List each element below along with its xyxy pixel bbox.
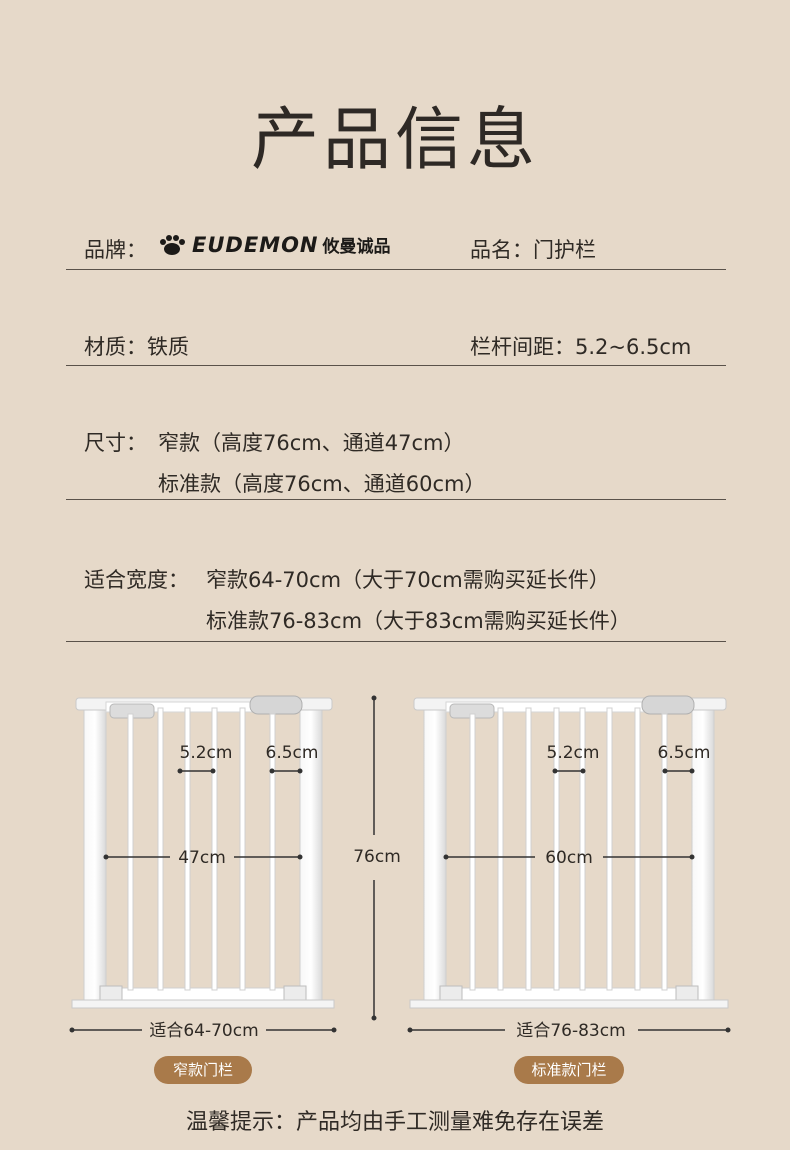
measurement-tip: 温馨提示：产品均由手工测量难免存在误差 xyxy=(185,1110,604,1135)
brand-name-cn: 攸曼诚品 xyxy=(322,237,391,257)
standard-badge: 标准款门栏 xyxy=(514,1056,624,1084)
standard-passage: 60cm xyxy=(545,848,593,868)
product-name-row: 品名：门护栏 xyxy=(470,234,596,264)
product-name-value: 门护栏 xyxy=(533,238,596,262)
fit-width-line-2: 标准款76-83cm（大于83cm需购买延长件） xyxy=(206,609,631,633)
standard-fit: 适合76-83cm xyxy=(516,1021,625,1041)
product-name-label: 品名： xyxy=(470,238,533,262)
brand-logo-text: EUDEMON xyxy=(192,232,319,257)
brand-mark: EUDEMON 攸曼诚品 xyxy=(158,232,391,257)
narrow-fit: 适合64-70cm xyxy=(149,1021,258,1041)
fit-width-label: 适合宽度： xyxy=(84,568,189,592)
fit-width-line-1: 窄款64-70cm（大于70cm需购买延长件） xyxy=(206,568,610,592)
material-label: 材质： xyxy=(84,335,147,359)
divider xyxy=(66,641,726,642)
narrow-badge: 窄款门栏 xyxy=(154,1056,252,1084)
divider xyxy=(66,365,726,366)
divider xyxy=(66,269,726,270)
spacing-label: 栏杆间距： xyxy=(470,335,575,359)
page-title: 产品信息 xyxy=(250,101,539,180)
narrow-gap-b: 6.5cm xyxy=(266,743,319,763)
standard-gap-a: 5.2cm xyxy=(547,743,600,763)
spacing-row: 栏杆间距：5.2~6.5cm xyxy=(470,331,691,361)
brand-label: 品牌： xyxy=(84,238,147,262)
standard-gate xyxy=(407,695,731,1033)
gate-diagram: 5.2cm 6.5cm 47cm 适合64-70cm 76cm xyxy=(69,695,731,1041)
narrow-gate xyxy=(69,695,337,1033)
height-label: 76cm xyxy=(353,847,401,867)
size-label: 尺寸： xyxy=(84,431,147,455)
narrow-passage: 47cm xyxy=(178,848,226,868)
standard-gap-b: 6.5cm xyxy=(658,743,711,763)
size-line-2: 标准款（高度76cm、通道60cm） xyxy=(158,472,486,496)
material-value: 铁质 xyxy=(147,335,189,359)
divider xyxy=(66,499,726,500)
paw-icon xyxy=(160,234,185,255)
size-line-1: 窄款（高度76cm、通道47cm） xyxy=(158,431,465,455)
narrow-gap-a: 5.2cm xyxy=(180,743,233,763)
material-row: 材质：铁质 xyxy=(84,331,189,361)
spacing-value: 5.2~6.5cm xyxy=(575,335,692,359)
